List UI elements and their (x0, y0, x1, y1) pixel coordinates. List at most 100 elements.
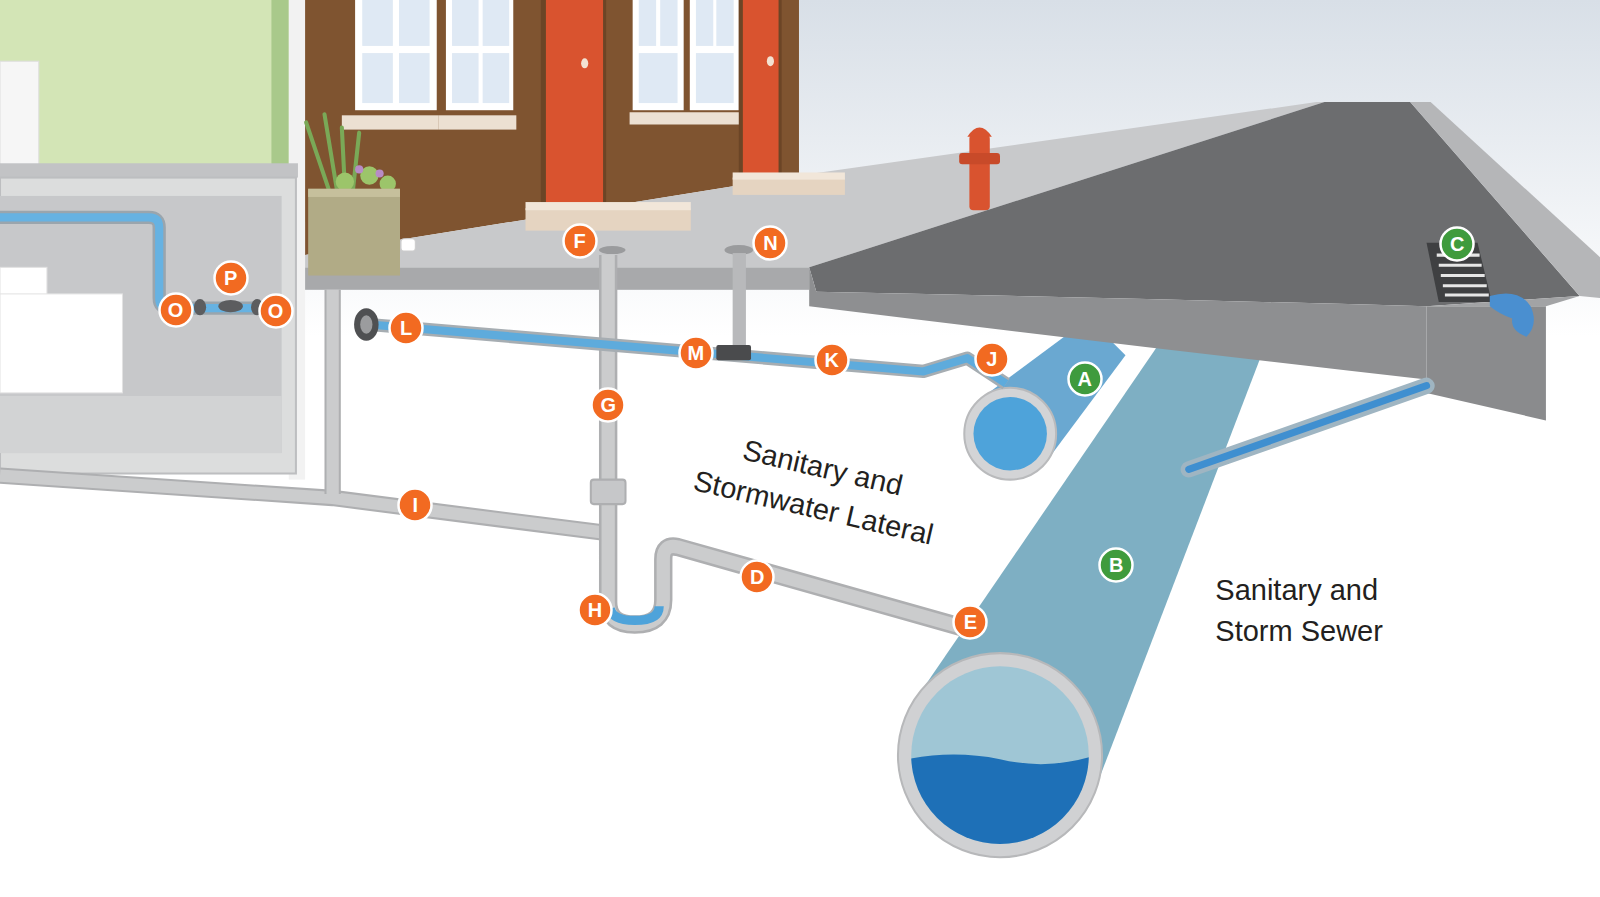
callout-disc (592, 389, 625, 422)
callout-disc (563, 224, 596, 257)
window-pane (452, 0, 479, 46)
window-pane (639, 0, 656, 46)
drain-pipe (327, 290, 339, 494)
callout-circle: N (752, 225, 788, 261)
window-pane (639, 53, 678, 103)
curb-stop-rod (733, 253, 746, 349)
wall-fitting (354, 308, 378, 341)
drain-pipe (0, 476, 604, 533)
callout-body: I (397, 487, 433, 523)
window-pane (660, 0, 677, 46)
callout-letter: I (413, 494, 419, 516)
callout-body: O (258, 293, 294, 329)
callout-disc (1100, 549, 1133, 582)
callout-body: L (388, 310, 424, 346)
window-pane (716, 0, 733, 46)
callout-disc (390, 311, 423, 344)
window-pane (696, 0, 713, 46)
area-drain (599, 246, 626, 254)
callout-letter: K (824, 349, 838, 371)
callout-disc (754, 226, 787, 259)
window-pane (362, 0, 393, 46)
door-knob (581, 58, 588, 68)
callout-body: F (562, 223, 598, 259)
downspout-outlet (401, 239, 415, 251)
door-frame (739, 0, 782, 194)
water-main-inside (973, 397, 1046, 470)
callout-circle: M (678, 335, 714, 371)
callout-letter: E (964, 611, 977, 633)
callout-body: M (678, 335, 714, 371)
callout-body: C (1439, 226, 1475, 262)
callout-disc (578, 594, 611, 627)
fire-hydrant-nozzle (959, 153, 1000, 164)
callout-circle: F (562, 223, 598, 259)
water-pipe-outline (0, 217, 288, 308)
water-service-outline (369, 325, 1006, 384)
house-wall-edge (271, 0, 288, 165)
callout-body: N (752, 225, 788, 261)
drain-pipe-outline (0, 476, 604, 533)
callout-letter: J (986, 348, 997, 370)
callout-body: A (1067, 361, 1103, 397)
house-wall (0, 0, 289, 165)
door (743, 0, 779, 192)
callout-letter: G (600, 394, 616, 416)
door (546, 0, 603, 204)
callout-circle: A (1067, 361, 1103, 397)
planter-rim (308, 189, 400, 197)
sky (0, 0, 1600, 337)
callout-letter: D (750, 566, 764, 588)
callout-circle: O (258, 293, 294, 329)
callout-letter: O (168, 299, 184, 321)
window-sill (439, 115, 517, 129)
callout-disc (1441, 227, 1474, 260)
catch-basin-lead-flow (1189, 386, 1427, 470)
callout-body: O (158, 292, 194, 328)
callout-body: D (739, 559, 775, 595)
water-pipe (0, 217, 288, 308)
pipe-label: Sanitary and Stormwater Lateral (660, 414, 977, 563)
callout-disc (159, 294, 192, 327)
water-main-rim (964, 388, 1056, 480)
callout-disc (741, 560, 774, 593)
flower (355, 165, 363, 173)
callout-circle: B (1098, 547, 1134, 583)
callout-letter: F (573, 230, 585, 252)
interior-panel (0, 61, 39, 165)
planter-box (308, 189, 400, 276)
callout-circle: H (577, 592, 613, 628)
callout-body: K (814, 342, 850, 378)
callout-circle: D (739, 559, 775, 595)
callout-letter: B (1109, 554, 1123, 576)
sewer-water (898, 753, 1102, 857)
callout-letter: O (268, 300, 284, 322)
window-sill (342, 115, 439, 129)
drain-pipe-outline (324, 290, 340, 494)
callout-disc (259, 295, 292, 328)
callout-letter: A (1077, 368, 1091, 390)
catch-basin-lead (1189, 386, 1427, 470)
callout-letter: M (688, 342, 705, 364)
sewer-main-rim (898, 653, 1102, 857)
window-pane (483, 0, 510, 46)
callout-letter: P (224, 267, 237, 289)
callout-circle: J (974, 341, 1010, 377)
callout-letter: H (588, 599, 602, 621)
wall-fitting-inner (360, 315, 372, 333)
callout-disc (399, 489, 432, 522)
window-pane (399, 0, 430, 46)
window-pane (452, 53, 479, 103)
callout-letter: C (1450, 233, 1464, 255)
fire-hydrant-cap (967, 128, 991, 137)
water-service (369, 325, 1006, 384)
fire-hydrant (969, 135, 989, 211)
front-step (733, 178, 845, 195)
window-pane (483, 53, 510, 103)
callout-disc (1068, 362, 1101, 395)
basement-frame (0, 178, 296, 474)
front-step-top (526, 202, 691, 210)
window-frame (446, 0, 513, 110)
callout-body: H (577, 592, 613, 628)
